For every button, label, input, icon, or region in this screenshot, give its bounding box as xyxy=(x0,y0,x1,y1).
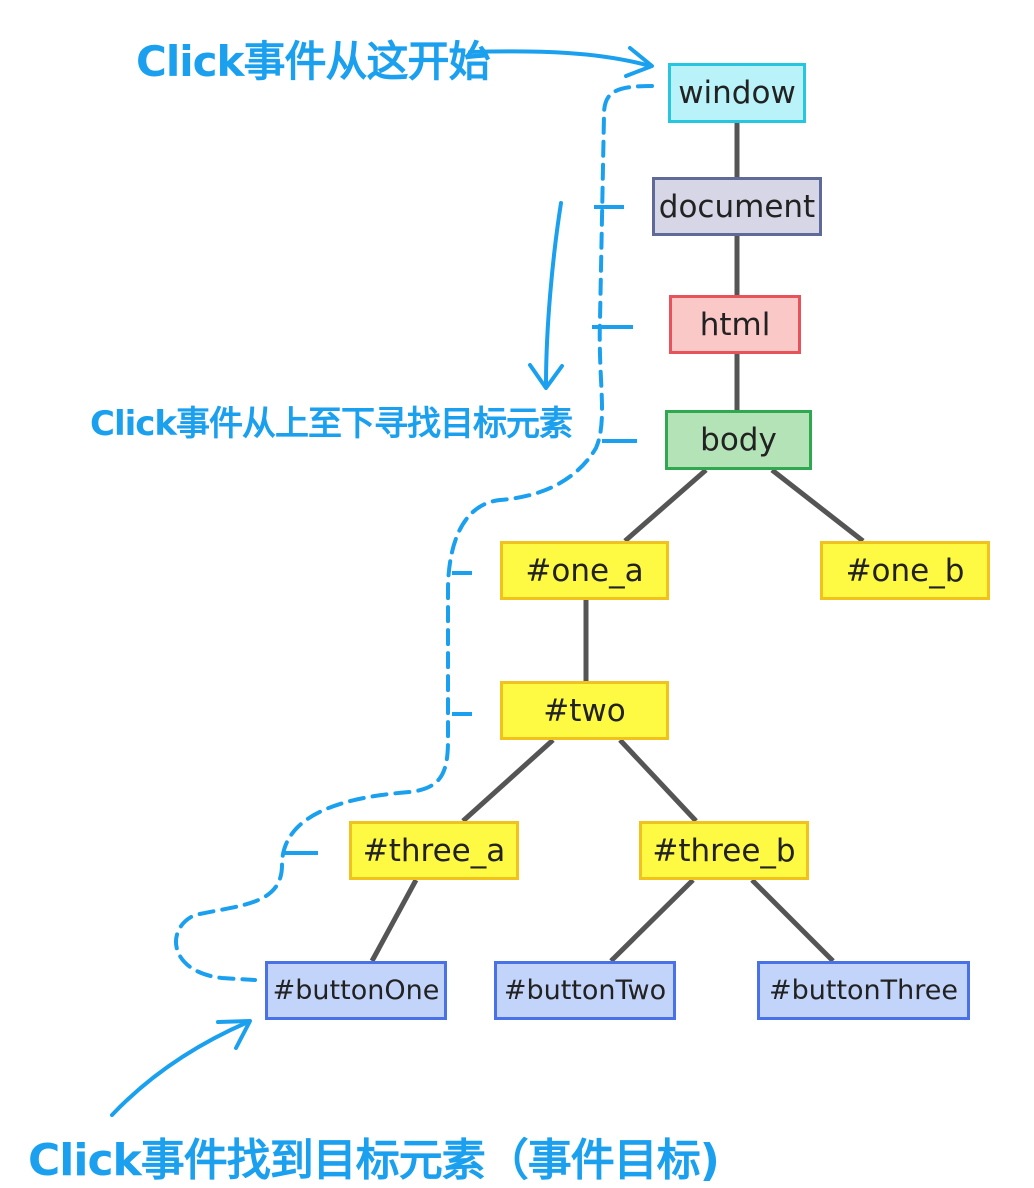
node-one-b-label: #one_b xyxy=(845,552,965,589)
node-button-one: #buttonOne xyxy=(265,961,447,1020)
downward-arrow-head xyxy=(528,363,564,390)
node-button-two: #buttonTwo xyxy=(494,961,676,1020)
start-arrow xyxy=(468,49,652,68)
edge-body-one-b xyxy=(770,468,865,543)
node-one-a-label: #one_a xyxy=(525,552,644,589)
node-three-b: #three_b xyxy=(639,821,809,880)
node-html: html xyxy=(669,295,801,354)
found-arrow xyxy=(110,1020,250,1117)
node-two: #two xyxy=(500,681,669,740)
edge-three-b-button-three xyxy=(750,878,835,963)
edge-three-b-button-two xyxy=(609,878,695,963)
caption-found: Click事件找到目标元素（事件目标) xyxy=(28,1135,720,1186)
found-arrow-head xyxy=(216,1019,252,1050)
capture-path-dashed xyxy=(173,84,654,982)
node-one-b: #one_b xyxy=(820,541,990,600)
edge-body-one-a xyxy=(623,468,708,543)
node-two-label: #two xyxy=(543,692,626,729)
node-button-three-label: #buttonThree xyxy=(768,975,958,1006)
downward-arrow xyxy=(544,201,563,387)
node-body: body xyxy=(665,410,812,470)
node-one-a: #one_a xyxy=(500,541,669,600)
node-button-three: #buttonThree xyxy=(757,961,970,1020)
node-three-a-label: #three_a xyxy=(362,832,506,869)
start-arrow-head xyxy=(624,46,654,78)
edge-two-three-b xyxy=(618,738,698,823)
node-document: document xyxy=(652,177,822,236)
node-document-label: document xyxy=(658,188,816,225)
node-window-label: window xyxy=(678,75,796,111)
node-html-label: html xyxy=(699,306,771,343)
caption-search: Click事件从上至下寻找目标元素 xyxy=(90,404,573,444)
edge-three-a-button-one xyxy=(369,878,419,963)
node-button-one-label: #buttonOne xyxy=(272,975,440,1006)
edge-two-three-a xyxy=(461,738,555,823)
node-three-b-label: #three_b xyxy=(652,832,796,869)
node-three-a: #three_a xyxy=(349,821,519,880)
caption-start: Click事件从这开始 xyxy=(136,37,490,86)
node-body-label: body xyxy=(700,422,777,458)
node-window: window xyxy=(668,63,806,123)
node-button-two-label: #buttonTwo xyxy=(503,975,667,1006)
